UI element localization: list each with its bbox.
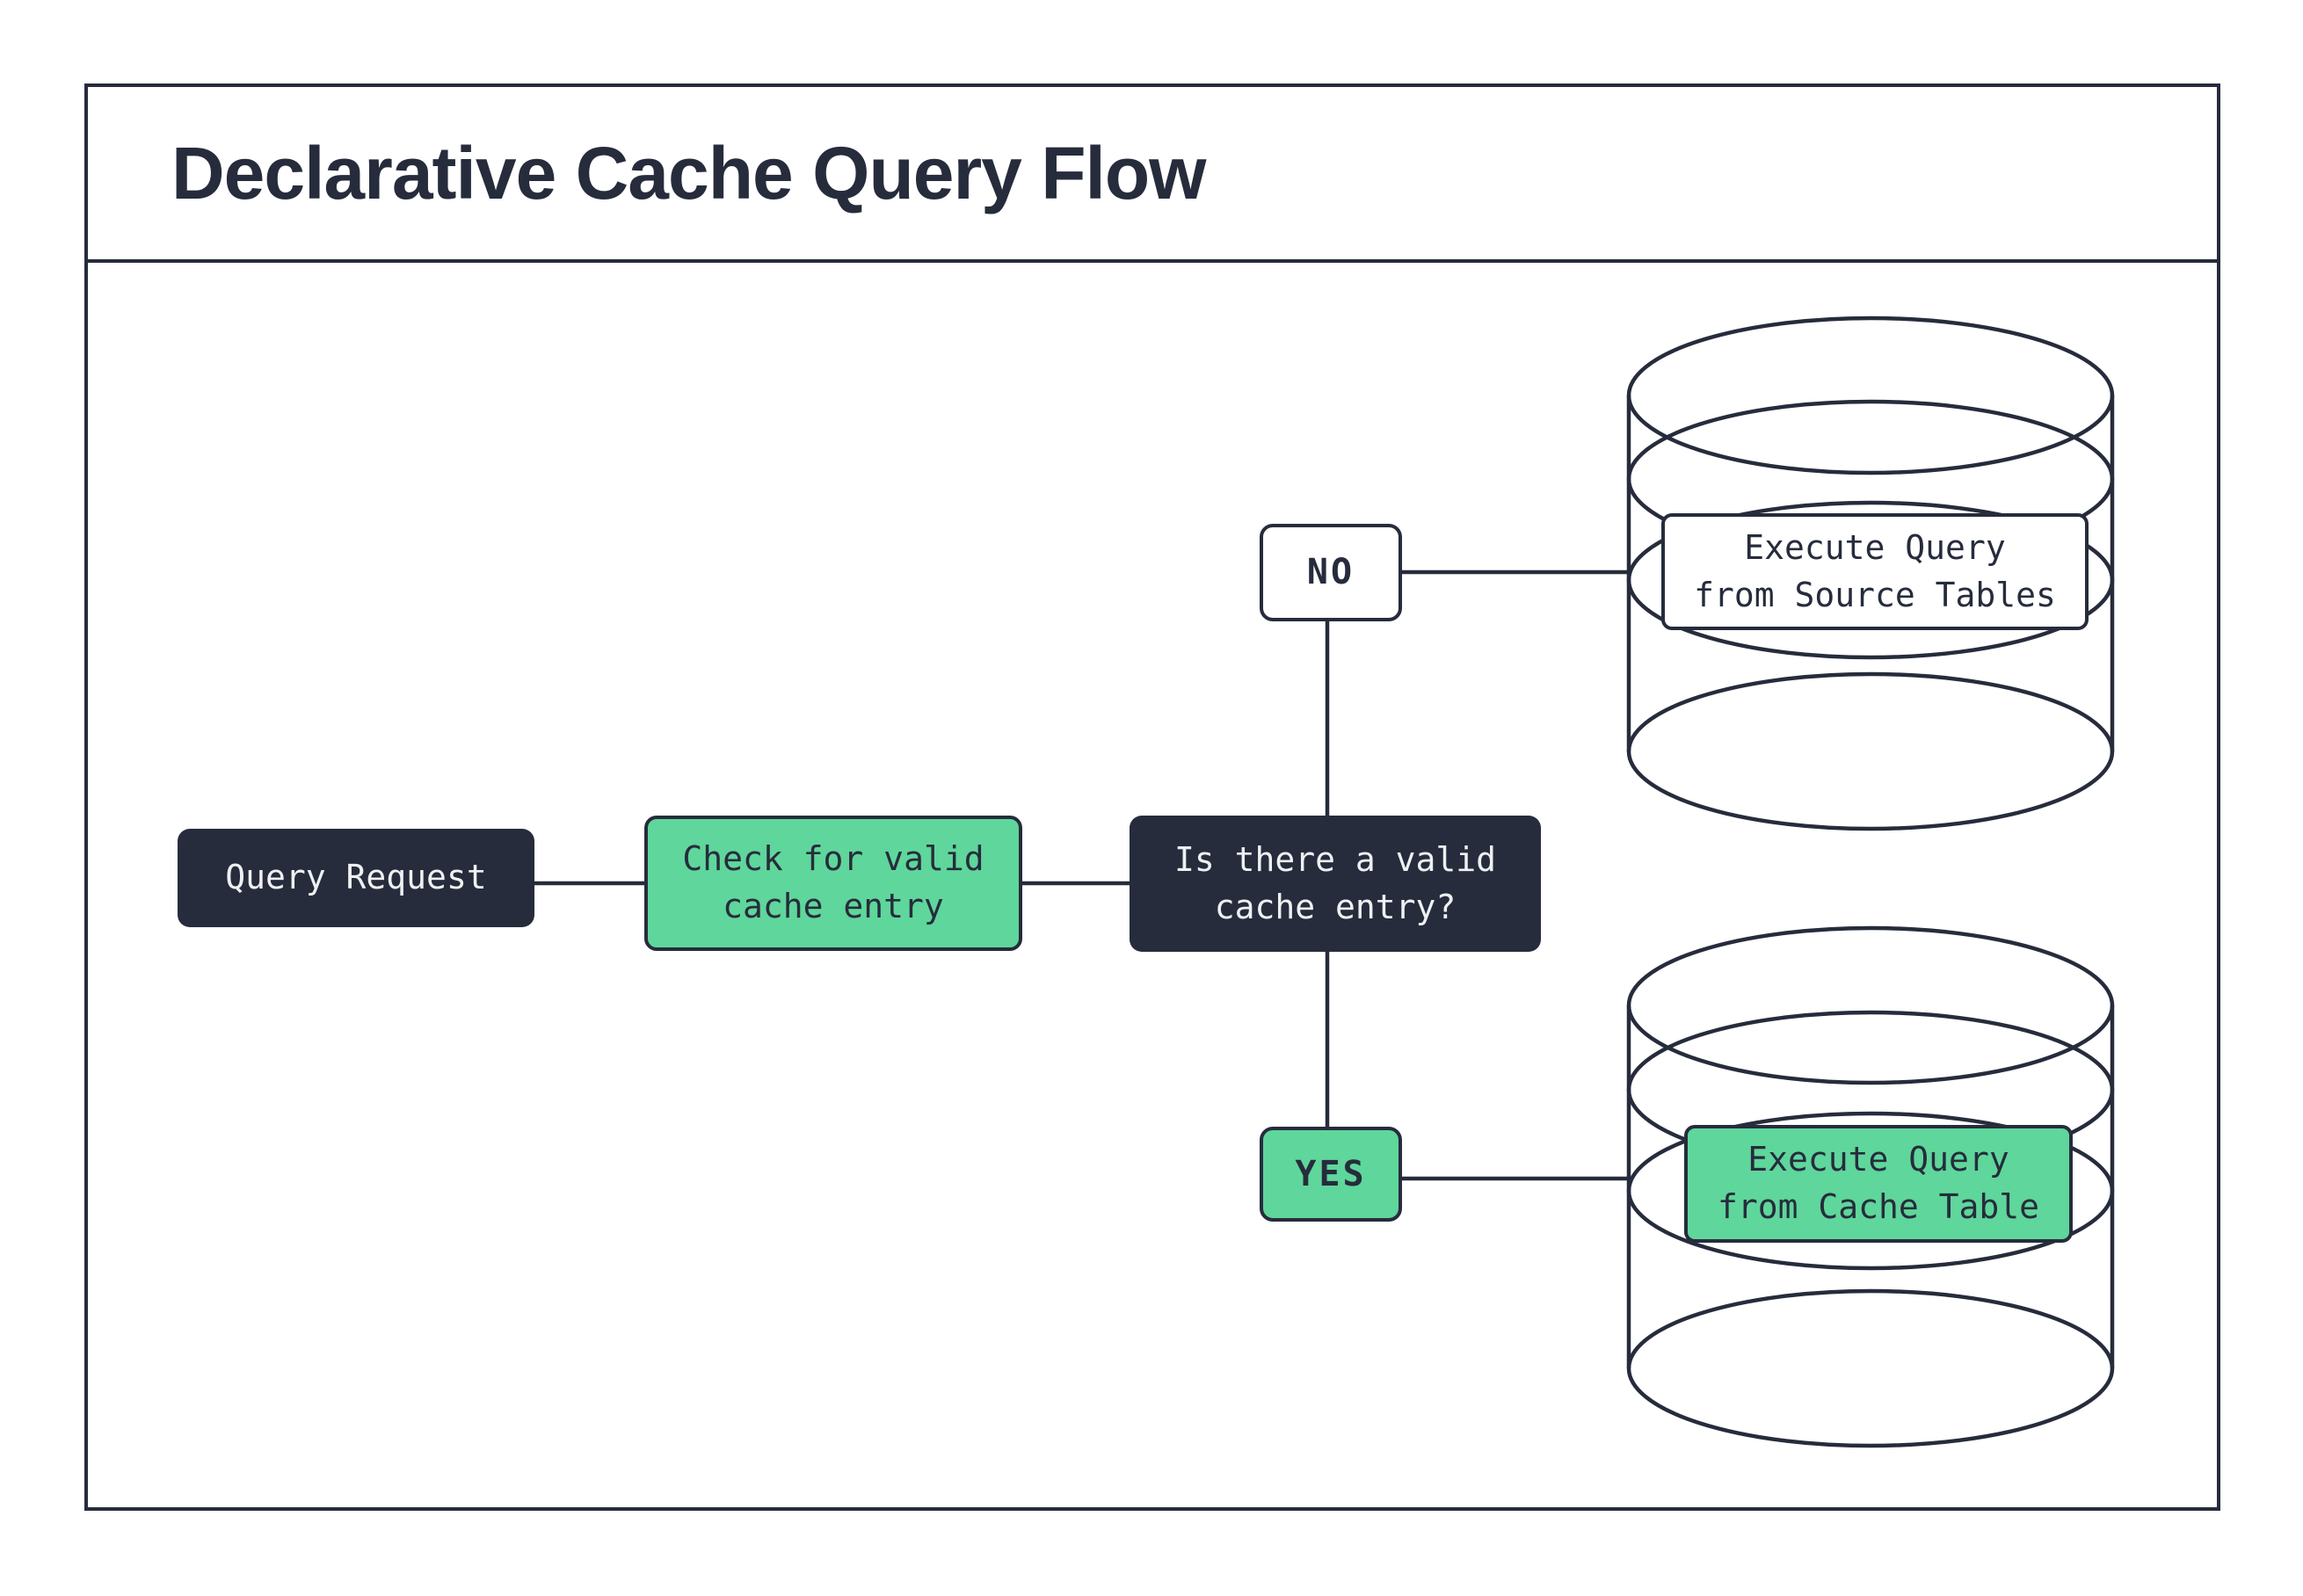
cache-database-cylinder bbox=[1626, 925, 2115, 1448]
page-title: Declarative Cache Query Flow bbox=[171, 131, 1207, 214]
branch-label-no: NO bbox=[1260, 524, 1402, 621]
outer-frame bbox=[84, 83, 2220, 1511]
node-check-cache: Check for valid cache entry bbox=[644, 816, 1022, 951]
connector-lines bbox=[534, 569, 1629, 1181]
branch-label-yes: YES bbox=[1260, 1127, 1402, 1222]
node-query-request: Query Request bbox=[178, 829, 534, 927]
node-decision: Is there a valid cache entry? bbox=[1130, 816, 1541, 952]
node-execute-cache: Execute Query from Cache Table bbox=[1684, 1125, 2073, 1243]
node-execute-source: Execute Query from Source Tables bbox=[1661, 513, 2089, 630]
